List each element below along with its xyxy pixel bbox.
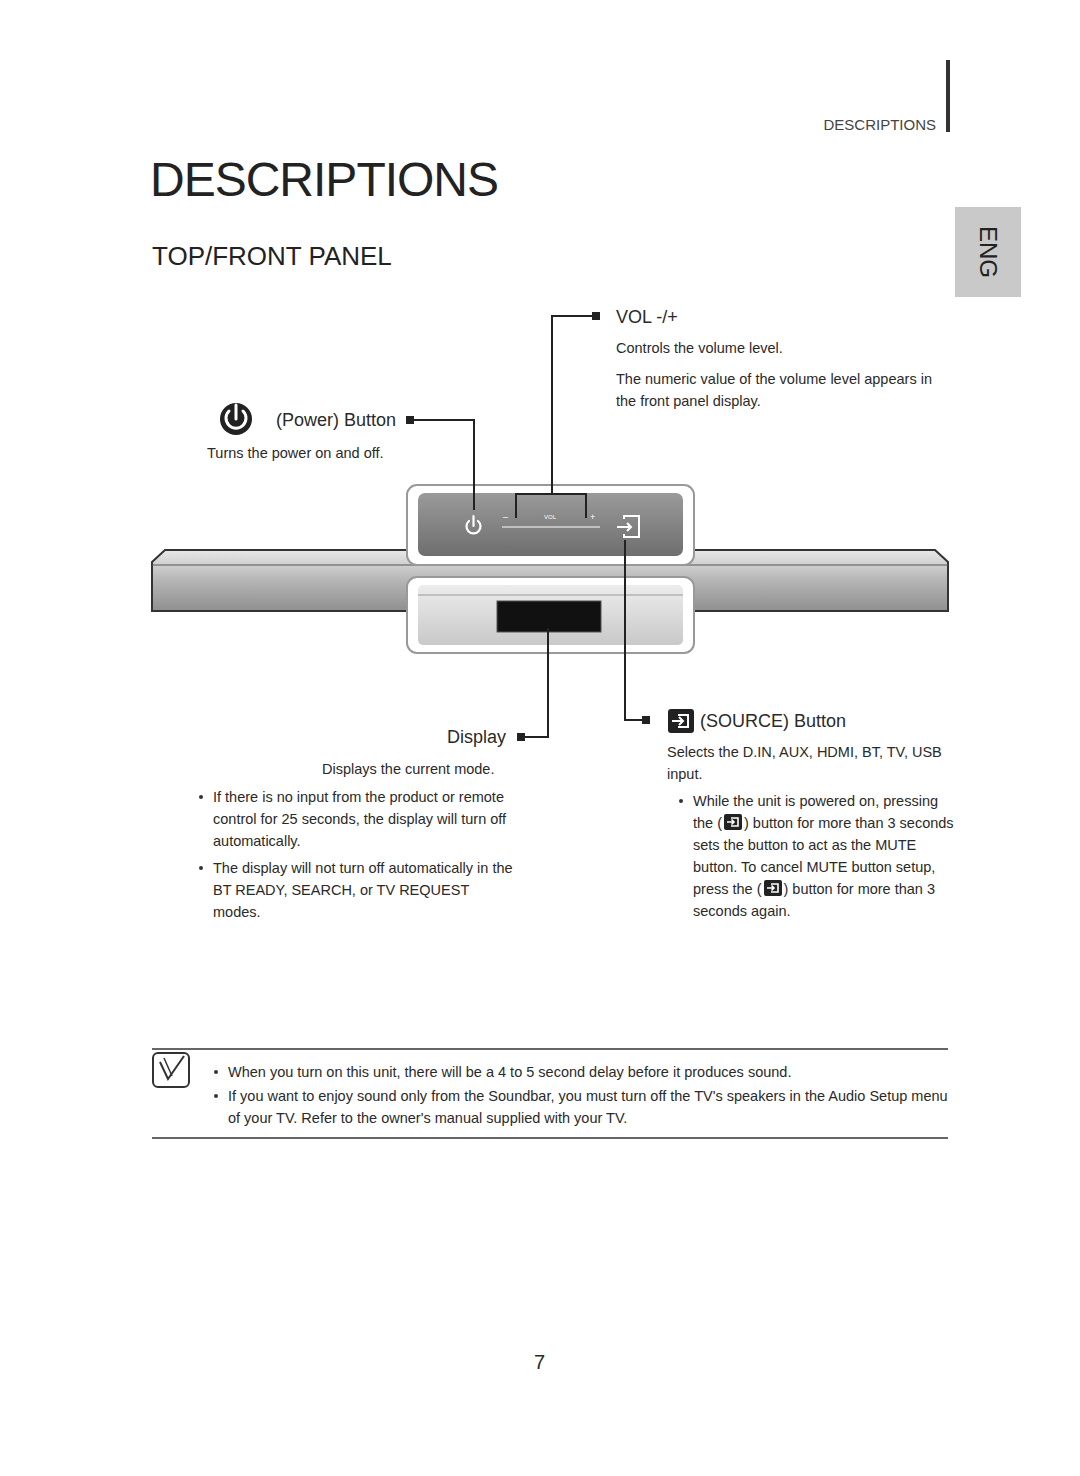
control-desc: Displays the current mode.: [322, 758, 494, 780]
control-desc: Selects the D.IN, AUX, HDMI, BT, TV, USB…: [667, 741, 962, 785]
control-name: (Power) Button: [276, 408, 396, 432]
bullet-dot: [679, 799, 683, 803]
control-name: VOL -/+: [616, 305, 678, 329]
bullet-note: The display will not turn off automatica…: [213, 857, 513, 923]
control-desc: Controls the volume level.: [616, 337, 956, 359]
icon-holder: [762, 881, 784, 897]
power-icon: [467, 516, 481, 533]
icon-holder: [722, 815, 744, 831]
bullet-dot: [214, 1070, 218, 1074]
page-title: DESCRIPTIONS: [150, 152, 498, 208]
power-button-icon: [220, 403, 252, 435]
vol-slider: [502, 527, 600, 528]
source-inline-icon: [764, 880, 782, 896]
front-panel-frame: [407, 577, 694, 653]
bullet-note: While the unit is powered on, pressing t…: [693, 790, 958, 922]
panel-mark: VOL: [544, 513, 556, 521]
panel-mark: +: [590, 512, 595, 522]
leader-markers: [406, 312, 650, 741]
source-button-icon: [668, 709, 694, 733]
source-inline-icon: [724, 814, 742, 830]
top-panel-frame: [407, 485, 694, 565]
note-text: When you turn on this unit, there will b…: [228, 1061, 958, 1083]
bullet-note: If there is no input from the product or…: [213, 786, 513, 852]
note-text: If you want to enjoy sound only from the…: [228, 1085, 958, 1129]
section-heading: TOP/FRONT PANEL: [152, 240, 392, 272]
bullet-dot: [199, 795, 203, 799]
control-desc: Turns the power on and off.: [207, 442, 384, 464]
bullet-dot: [214, 1094, 218, 1098]
running-header: DESCRIPTIONS: [823, 114, 936, 136]
display-window: [497, 601, 601, 632]
language-tab: ENG: [955, 207, 1021, 297]
bullet-dot: [199, 866, 203, 870]
front-panel: [418, 585, 683, 645]
control-desc: The numeric value of the volume level ap…: [616, 368, 956, 412]
source-icon: [617, 516, 639, 537]
tab-label: ENG: [974, 226, 1002, 278]
panel-mark: –: [503, 512, 508, 522]
header-rule: [946, 60, 950, 132]
control-name: (SOURCE) Button: [700, 709, 846, 733]
leader-lines: [410, 316, 643, 737]
control-name: Display: [447, 725, 506, 749]
top-panel: [418, 493, 683, 556]
note-icon: [153, 1053, 189, 1087]
page-number: 7: [534, 1350, 545, 1374]
